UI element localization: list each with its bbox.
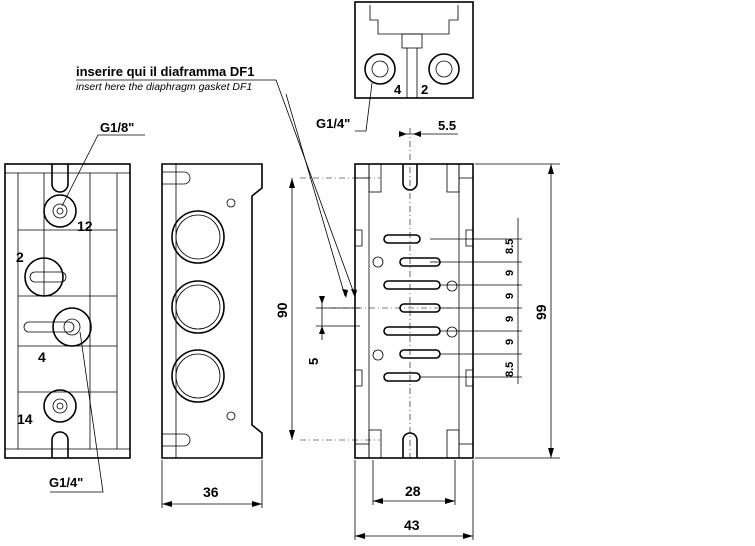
pitch-label-3: 9	[504, 293, 516, 299]
dim-36: 36	[203, 484, 219, 500]
top-view: 4 2 G1/4"	[316, 1, 474, 132]
pitch-chain: 8.5 9 9 9 9 8.5	[420, 218, 522, 384]
note-italian: inserire qui il diaframma DF1	[76, 64, 254, 79]
note-english: insert here the diaphragm gasket DF1	[76, 81, 252, 93]
port-4-label: 4	[38, 349, 46, 365]
dim-5-5: 5.5	[438, 118, 456, 133]
right-view: 5.5 90 5 8.5 9 9 9 9 8.5	[274, 118, 560, 540]
pitch-label-1: 8.5	[504, 239, 516, 254]
pitch-label-5: 9	[504, 339, 516, 345]
thread-label-g18: G1/8"	[100, 120, 134, 135]
center-view: 36	[161, 163, 263, 508]
dim-5: 5	[306, 358, 321, 365]
thread-label-g14-top: G1/4"	[316, 116, 350, 131]
port-12-label: 12	[77, 218, 93, 234]
thread-label-g14-bottom: G1/4"	[49, 475, 83, 490]
dim-99: 99	[533, 304, 549, 320]
pitch-label-6: 8.5	[504, 362, 516, 377]
dim-43: 43	[404, 517, 420, 533]
port-2-label: 2	[16, 249, 24, 265]
pitch-label-4: 9	[504, 316, 516, 322]
dim-28: 28	[405, 483, 421, 499]
top-port-4-label: 4	[394, 82, 402, 97]
port-14-label: 14	[17, 411, 33, 427]
top-port-2-label: 2	[421, 82, 428, 97]
diaphragm-note: inserire qui il diaframma DF1 insert her…	[76, 64, 357, 298]
left-view: 12 2 4 14 G1/8" G1/4"	[4, 120, 145, 493]
dim-90: 90	[274, 302, 290, 318]
pitch-label-2: 9	[504, 270, 516, 276]
